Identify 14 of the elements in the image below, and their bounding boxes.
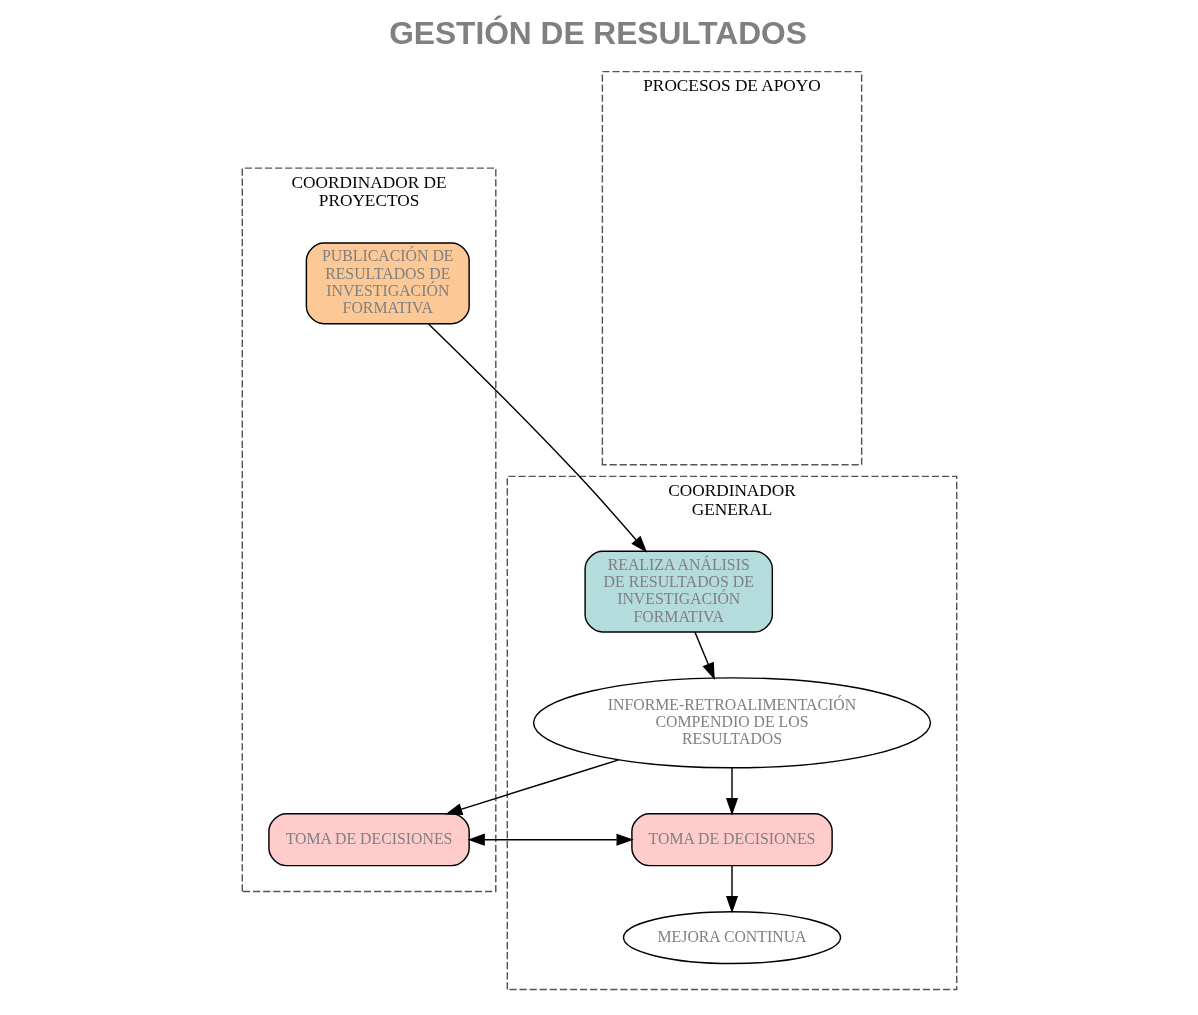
node-ellipse: MEJORA CONTINUA [622, 910, 841, 965]
node-box: TOMA DE DECISIONES [267, 813, 470, 867]
node-box: REALIZA ANÁLISIS DE RESULTADOS DE INVESTIGACIÓN FORMATIVA [583, 550, 773, 633]
arrow [693, 631, 715, 680]
node-ellipse: INFORME-RETROALIMENTACIÓN COMPENDIO DE LOS RESULTADOS [532, 677, 931, 769]
arrow [725, 865, 738, 914]
arrow [467, 833, 634, 846]
arrow [427, 323, 647, 553]
node-box: PUBLICACIÓN DE RESULTADOS DE INVESTIGACIÓN FORMATIVA [305, 242, 470, 325]
node-box: PROCESOS DE APOYO [601, 70, 862, 466]
node-box: TOMA DE DECISIONES [630, 813, 833, 867]
arrow [725, 767, 738, 816]
diagram-title: GESTIÓN DE RESULTADOS [388, 14, 807, 51]
arrow [444, 759, 619, 815]
